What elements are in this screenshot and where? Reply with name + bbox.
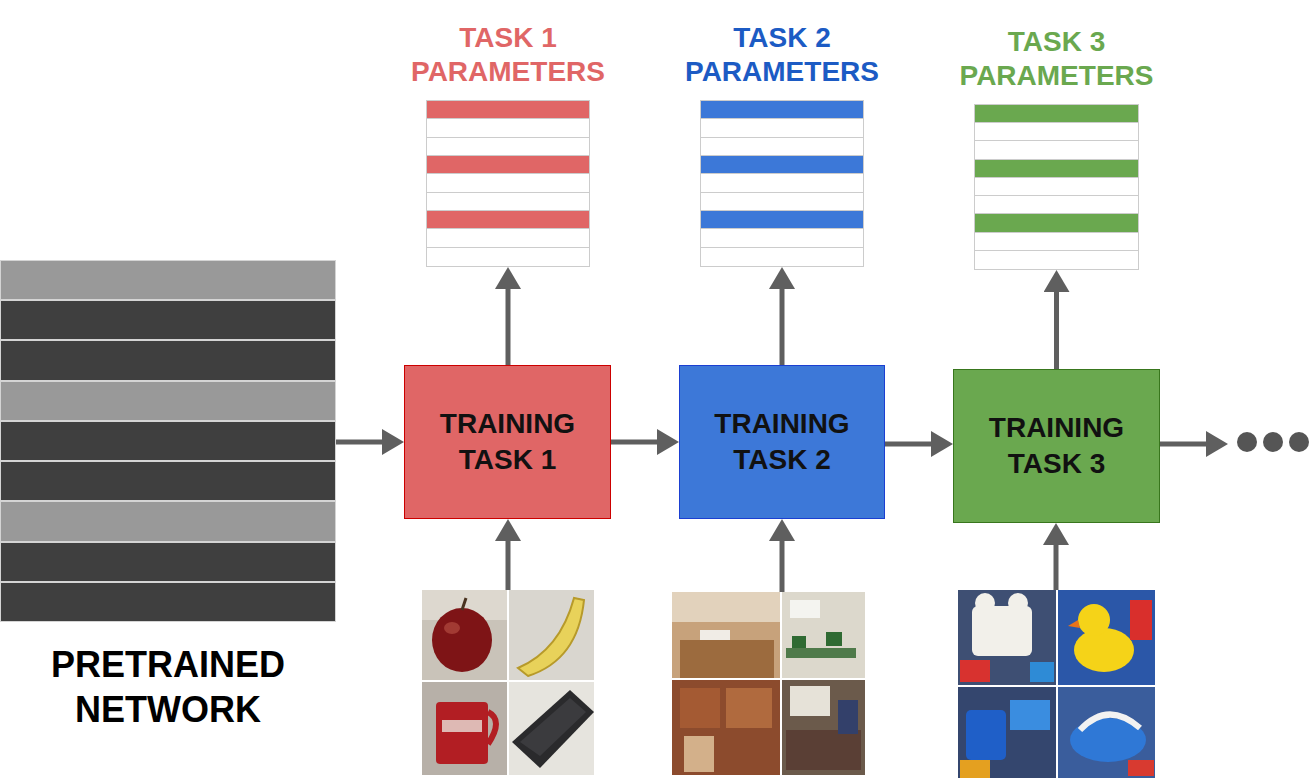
parameter-row: [975, 141, 1138, 159]
network-layer: [0, 381, 336, 421]
network-layer: [0, 542, 336, 582]
parameter-table: TASK 1 PARAMETERS: [426, 100, 590, 267]
ellipsis-dot: [1289, 432, 1309, 452]
network-layer: [0, 300, 336, 340]
parameter-row: [701, 138, 863, 156]
input-arrow: [780, 541, 785, 592]
ellipsis-dot: [1263, 432, 1283, 452]
process-box: TRAINING TASK 2: [679, 365, 885, 519]
box-label: TRAINING TASK 1: [423, 406, 593, 478]
flow-arrow: [780, 289, 785, 365]
parameter-row: [975, 196, 1138, 214]
network-layer: [0, 340, 336, 380]
input-arrow: [1054, 545, 1059, 590]
task3-images: [958, 590, 1155, 778]
network-layer: [0, 501, 336, 541]
parameter-row: [701, 229, 863, 247]
input-arrow: [506, 541, 511, 590]
parameter-row: [975, 251, 1138, 269]
parameter-row: [701, 193, 863, 211]
network-layer: [0, 582, 336, 622]
parameter-row: [427, 193, 589, 211]
box-label: TRAINING TASK 3: [972, 410, 1142, 482]
network-layer: [0, 260, 336, 300]
parameter-row: [975, 178, 1138, 196]
table-heading: TASK 3 PARAMETERS: [937, 25, 1177, 93]
parameter-table: TASK 2 PARAMETERS: [700, 100, 864, 267]
network-stack: PRETRAINED NETWORK: [0, 260, 336, 622]
flow-arrow: [611, 440, 657, 445]
task1-images: [422, 590, 594, 775]
flow-arrow: [336, 440, 382, 445]
parameter-row: [975, 233, 1138, 251]
table-heading: TASK 2 PARAMETERS: [662, 21, 902, 89]
network-layer: [0, 421, 336, 461]
parameter-row: [427, 229, 589, 247]
parameter-table: TASK 3 PARAMETERS: [974, 104, 1139, 270]
parameter-row: [975, 214, 1138, 232]
parameter-row: [427, 119, 589, 137]
parameter-row: [427, 101, 589, 119]
ellipsis-dot: [1237, 432, 1257, 452]
task2-images: [672, 592, 865, 775]
parameter-row: [975, 123, 1138, 141]
continuation-arrow: [1160, 442, 1206, 447]
network-label: PRETRAINED NETWORK: [3, 642, 333, 732]
parameter-row: [427, 174, 589, 192]
parameter-row: [701, 174, 863, 192]
box-label: TRAINING TASK 2: [697, 406, 867, 478]
parameter-row: [975, 160, 1138, 178]
parameter-row: [975, 105, 1138, 123]
parameter-row: [701, 211, 863, 229]
parameter-row: [701, 248, 863, 266]
process-box: TRAINING TASK 1: [404, 365, 611, 519]
parameter-row: [427, 138, 589, 156]
parameter-row: [427, 211, 589, 229]
parameter-row: [701, 101, 863, 119]
parameter-row: [427, 248, 589, 266]
table-heading: TASK 1 PARAMETERS: [388, 21, 628, 89]
parameter-row: [701, 156, 863, 174]
parameter-row: [701, 119, 863, 137]
flow-arrow: [1054, 292, 1059, 369]
process-box: TRAINING TASK 3: [953, 369, 1160, 523]
parameter-row: [427, 156, 589, 174]
network-layer: [0, 461, 336, 501]
flow-arrow: [885, 442, 931, 447]
flow-arrow: [506, 289, 511, 365]
